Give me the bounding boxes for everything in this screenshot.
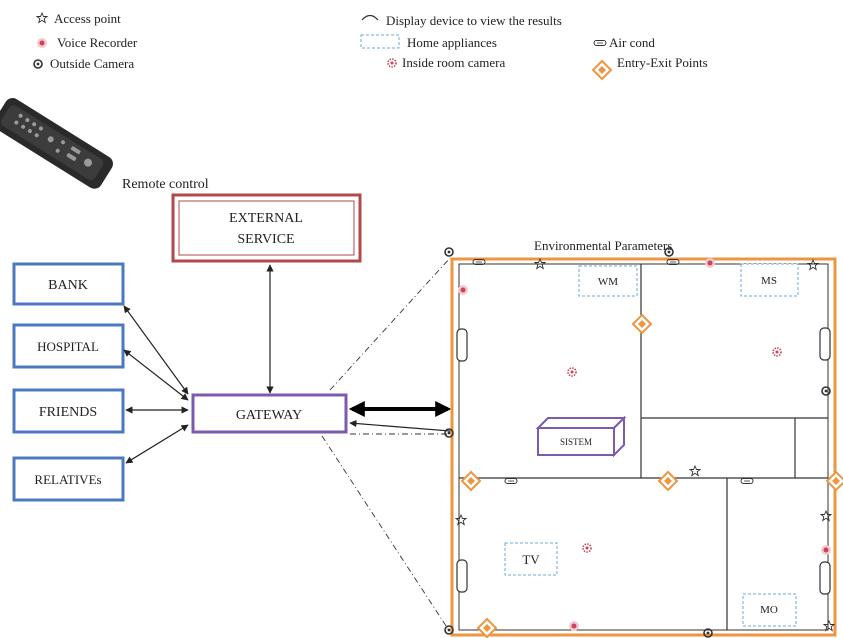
- legend-outside-camera: Outside Camera: [50, 56, 134, 71]
- outside-camera-icon: [33, 59, 43, 69]
- inside-room-camera-icon: [387, 58, 397, 68]
- tv-appliance: TV: [504, 542, 558, 576]
- display-device-icon: [361, 14, 379, 21]
- friends-label: FRIENDS: [39, 405, 97, 420]
- friends-box: FRIENDS: [12, 388, 125, 434]
- legend-inside-camera: Inside room camera: [402, 55, 505, 70]
- display-device-icon: [456, 559, 468, 593]
- remote-control-label: Remote control: [122, 177, 209, 192]
- zoom-lines: [321, 257, 451, 633]
- wm-appliance: WM: [578, 265, 638, 297]
- bank-label: BANK: [48, 278, 88, 293]
- system-box: SISTEM: [535, 415, 627, 458]
- tv-label: TV: [522, 552, 540, 567]
- hospital-label: HOSPITAL: [37, 339, 99, 354]
- gateway-relatives-link: [125, 424, 189, 464]
- mo-appliance: MO: [742, 593, 797, 627]
- display-device-icon: [456, 328, 468, 362]
- outside-camera-icon: [444, 247, 454, 257]
- external-service-box: EXTERNAL SERVICE: [171, 193, 362, 263]
- legend-entry-exit: Entry-Exit Points: [617, 55, 708, 70]
- legend-display-device: Display device to view the results: [386, 13, 562, 28]
- bank-box: BANK: [12, 262, 125, 306]
- legend-home-appliances: Home appliances: [407, 35, 497, 50]
- voice-recorder-icon: [705, 258, 715, 268]
- system-box-label: SISTEM: [560, 437, 592, 447]
- legend: Access point Voice Recorder Outside Came…: [33, 11, 708, 80]
- legend-access-point: Access point: [54, 11, 121, 26]
- relatives-label: RELATIVEs: [34, 472, 101, 487]
- legend-voice-recorder: Voice Recorder: [57, 35, 138, 50]
- voice-recorder-icon: [458, 285, 468, 295]
- environmental-parameters-label: Environmental Parameters: [534, 238, 672, 253]
- ms-appliance: MS: [740, 263, 799, 297]
- mo-label: MO: [760, 604, 778, 616]
- access-point-icon: [36, 12, 48, 23]
- voice-recorder-icon: [821, 545, 831, 555]
- home-appliances-icon: [360, 34, 400, 49]
- entry-exit-icon: [592, 60, 612, 80]
- legend-air-cond: Air cond: [609, 35, 655, 50]
- air-cond-icon: [593, 40, 607, 46]
- hospital-box: HOSPITAL: [12, 323, 125, 369]
- display-device-icon: [819, 561, 831, 595]
- external-service-line1: EXTERNAL: [229, 211, 303, 226]
- remote-control-icon: [0, 98, 113, 189]
- external-service-line2: SERVICE: [237, 232, 294, 247]
- gateway-box: GATEWAY: [191, 393, 348, 434]
- gateway-bank-link: [123, 305, 189, 395]
- wm-label: WM: [598, 276, 618, 288]
- relatives-box: RELATIVEs: [12, 456, 125, 502]
- voice-recorder-icon: [569, 621, 579, 631]
- gateway-label: GATEWAY: [236, 408, 302, 423]
- display-device-icon: [819, 327, 831, 361]
- gateway-hospital-link: [123, 349, 189, 401]
- ms-label: MS: [761, 275, 777, 287]
- voice-recorder-icon: [37, 38, 47, 48]
